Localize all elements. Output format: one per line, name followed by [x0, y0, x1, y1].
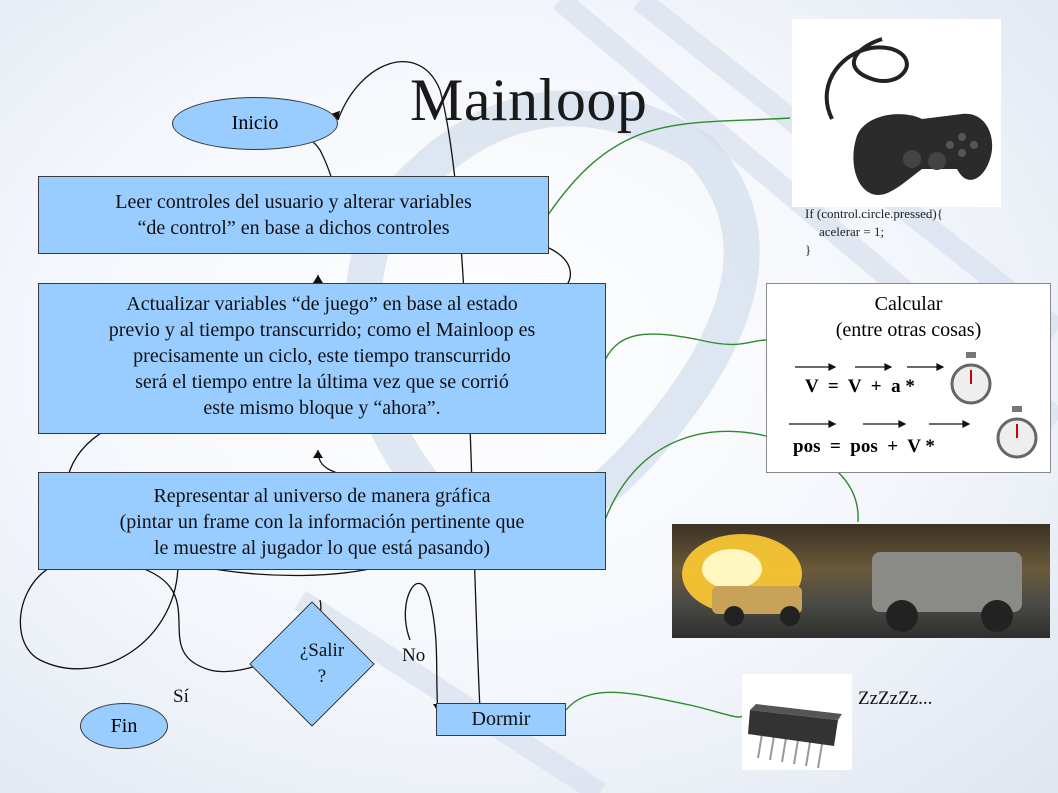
microchip-icon	[742, 674, 852, 770]
end-label: Fin	[110, 715, 138, 737]
eq2-term-pos2: pos	[850, 436, 878, 457]
read-controls-line2: “de control” en base a dichos controles	[137, 217, 450, 239]
render-line2: (pintar un frame con la información pert…	[119, 511, 525, 533]
update-line2: previo y al tiempo transcurrido; como el…	[108, 319, 536, 341]
equation-velocity: V = V + a *	[805, 376, 915, 398]
render-line3: le muestre al jugador lo que está pasand…	[154, 537, 490, 559]
sleep-caption: ZzZzZz...	[858, 688, 933, 709]
eq1-equals: =	[827, 376, 839, 397]
update-line4: será el tiempo entre la última vez que s…	[135, 371, 509, 393]
exit-label-line2: ?	[317, 666, 327, 687]
read-controls-box: Leer controles del usuario y alterar var…	[38, 176, 549, 254]
code-line3: }	[805, 242, 812, 257]
code-line1: If (control.circle.pressed){	[805, 206, 943, 221]
yes-edge-label: Sí	[173, 686, 189, 707]
page-title: Mainloop	[410, 67, 648, 133]
exit-decision-diamond	[249, 601, 375, 727]
update-line1: Actualizar variables “de juego” en base …	[126, 293, 518, 315]
eq2-equals: =	[829, 436, 841, 457]
explosion-scene-icon	[672, 524, 1050, 638]
stopwatch-icon	[996, 406, 1038, 459]
eq2-term-pos: pos	[793, 436, 821, 457]
exit-decision-label: ¿Salir ?	[292, 638, 352, 690]
update-line5: este mismo bloque y “ahora”.	[203, 397, 441, 419]
end-node: Fin	[80, 703, 168, 749]
render-box: Representar al universo de manera gráfic…	[38, 472, 606, 570]
vector-arrows	[789, 363, 971, 428]
sleep-box: Dormir	[436, 703, 566, 736]
code-line2: acelerar = 1;	[819, 224, 885, 239]
sleep-label: Dormir	[471, 708, 531, 730]
start-node: Inicio	[172, 97, 338, 150]
equation-position: pos = pos + V *	[793, 436, 935, 458]
eq1-term-v: V	[805, 376, 819, 397]
no-edge-label: No	[402, 645, 426, 666]
eq1-times: *	[905, 376, 915, 397]
eq2-term-v: V	[907, 436, 921, 457]
start-label: Inicio	[231, 112, 279, 134]
eq1-term-v2: V	[847, 376, 862, 397]
read-controls-line1: Leer controles del usuario y alterar var…	[115, 191, 472, 213]
eq1-plus: +	[870, 376, 882, 397]
stopwatch-icon	[950, 352, 992, 405]
calculate-title: Calcular	[874, 293, 943, 315]
gamepad-icon	[792, 19, 1001, 207]
update-line3: precisamente un ciclo, este tiempo trans…	[133, 345, 511, 367]
render-line1: Representar al universo de manera gráfic…	[153, 485, 491, 507]
calculate-panel: Calcular (entre otras cosas) V = V + a *…	[766, 283, 1051, 473]
code-snippet: If (control.circle.pressed){ acelerar = …	[805, 205, 943, 259]
eq1-term-a: a	[891, 376, 901, 397]
exit-label-line1: ¿Salir	[299, 640, 345, 661]
eq2-times: *	[925, 436, 935, 457]
calculate-subtitle: (entre otras cosas)	[835, 319, 982, 341]
eq2-plus: +	[887, 436, 899, 457]
update-variables-box: Actualizar variables “de juego” en base …	[38, 283, 606, 434]
